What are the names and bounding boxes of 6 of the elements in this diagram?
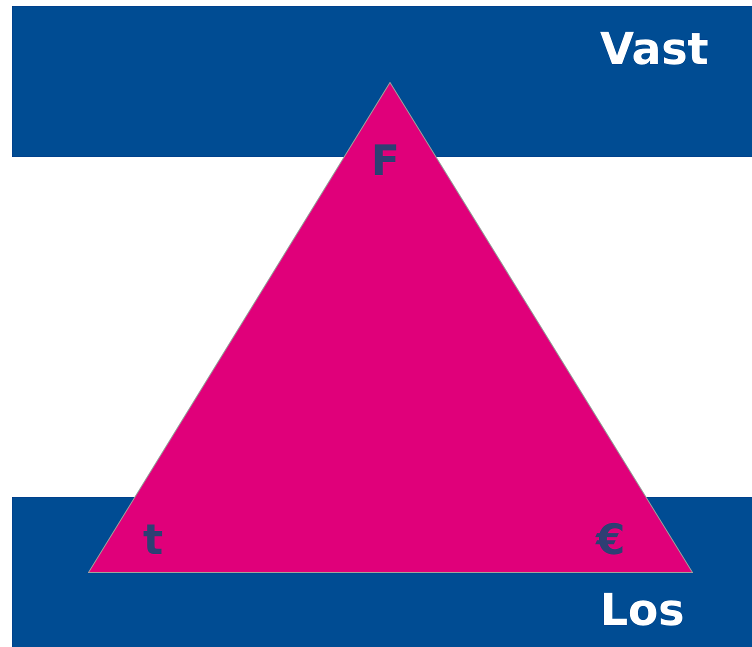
corner-label: t: [143, 519, 164, 561]
corner-label: €: [596, 519, 626, 561]
band-label: Vast: [600, 28, 709, 72]
corner-label: F: [371, 140, 400, 182]
band-label: Los: [600, 589, 684, 633]
triangle: [88, 82, 693, 573]
